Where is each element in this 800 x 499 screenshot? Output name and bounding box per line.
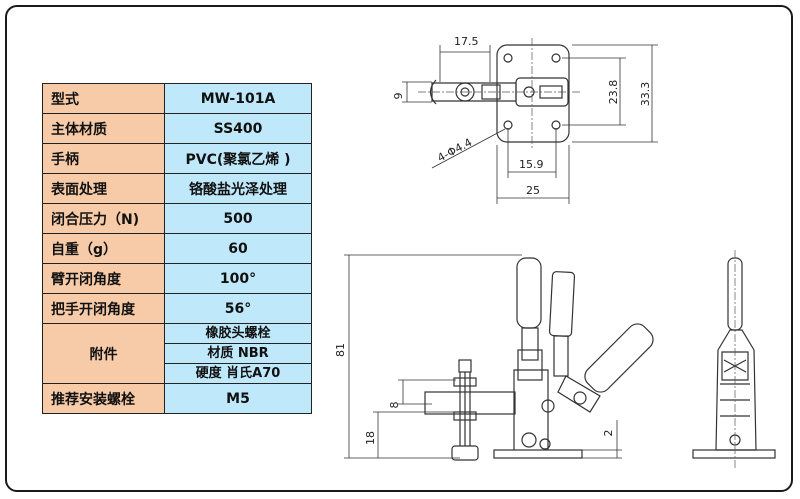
- side-dimensions: [344, 254, 622, 459]
- spec-row: 材质 NBR: [43, 343, 312, 364]
- spec-row: 自重（g） 60: [42, 233, 312, 264]
- spec-row: 推荐安装螺栓 M5: [42, 383, 312, 414]
- handle-open-grip: [548, 271, 576, 337]
- dim-2-label: 2: [602, 430, 615, 437]
- spec-row: 附件 橡胶头螺栓: [42, 323, 312, 384]
- spec-label: 型式: [42, 83, 165, 114]
- spec-value: M5: [164, 383, 312, 414]
- spec-value: 500: [164, 203, 312, 234]
- spec-row: 主体材质 SS400: [42, 113, 312, 144]
- rubber-tip: [451, 445, 479, 461]
- body-bracket: [513, 369, 549, 450]
- pivot-pin: [539, 438, 551, 450]
- spec-value: 60: [164, 233, 312, 264]
- side-view: [424, 257, 654, 461]
- spec-value: 56°: [164, 293, 312, 324]
- dim-18-label: 18: [364, 431, 377, 445]
- spec-value: SS400: [164, 113, 312, 144]
- dim-25-label: 25: [526, 184, 540, 197]
- spec-label: 臂开闭角度: [42, 263, 165, 294]
- hinge-block: [721, 351, 749, 381]
- mounting-hole: [503, 53, 513, 63]
- lock-nut: [453, 411, 477, 421]
- handle-grip: [516, 257, 542, 329]
- spec-label: 自重（g）: [42, 233, 165, 264]
- accessory-line: 硬度 肖氏A70: [164, 363, 312, 384]
- spec-label: 附件: [42, 323, 165, 384]
- dim-15-9-label: 15.9: [519, 158, 544, 171]
- spec-value: 100°: [164, 263, 312, 294]
- spec-label: 推荐安装螺栓: [42, 383, 165, 414]
- spec-value: 铬酸盐光泽处理: [164, 173, 312, 204]
- spec-table: 型式 MW-101A 主体材质 SS400 手柄 PVC(聚氯乙烯 ) 表面处理…: [42, 83, 312, 414]
- arm-tip: [429, 79, 437, 105]
- mounting-hole: [503, 120, 513, 130]
- base-plate: [692, 449, 776, 459]
- spec-value: MW-101A: [164, 83, 312, 114]
- spec-label: 把手开闭角度: [42, 293, 165, 324]
- body-frame: [715, 329, 757, 451]
- spec-label: 手柄: [42, 143, 165, 174]
- pivot-pin: [573, 391, 587, 405]
- dim-8-label: 8: [388, 402, 401, 409]
- base-plate: [496, 44, 570, 143]
- pivot-pin: [521, 432, 537, 448]
- spec-value: PVC(聚氯乙烯 ): [164, 143, 312, 174]
- dim-81-label: 81: [334, 343, 347, 357]
- mounting-hole: [551, 53, 561, 63]
- spindle-nut: [458, 359, 472, 373]
- accessory-line: 材质 NBR: [164, 343, 312, 364]
- spec-row: 硬度 肖氏A70: [43, 363, 312, 384]
- dim-17-5-label: 17.5: [454, 35, 479, 48]
- dim-holes-label: 4-Φ4.4: [435, 136, 474, 165]
- handle-open-diagonal: [584, 323, 654, 393]
- spec-row: 型式 MW-101A: [42, 83, 312, 114]
- accessory-line: 橡胶头螺栓: [164, 323, 312, 344]
- pivot-pin: [541, 399, 555, 413]
- spec-row: 把手开闭角度 56°: [42, 293, 312, 324]
- handle-open-shank: [553, 335, 569, 377]
- spec-row: 闭合压力（N) 500: [42, 203, 312, 234]
- dim-33-3-label: 33.3: [639, 82, 652, 107]
- hinge-block: [517, 349, 543, 381]
- spec-label: 闭合压力（N): [42, 203, 165, 234]
- base-plate: [493, 449, 583, 459]
- diagonal-link: [557, 375, 601, 413]
- spec-row: 表面处理 铬酸盐光泽处理: [42, 173, 312, 204]
- mounting-hole: [551, 120, 561, 130]
- lock-nut: [453, 377, 477, 387]
- handle-shank: [521, 327, 539, 361]
- spec-row: 手柄 PVC(聚氯乙烯 ): [42, 143, 312, 174]
- top-dimensions: [402, 44, 658, 204]
- spec-row: 臂开闭角度 100°: [42, 263, 312, 294]
- dim-9-label: 9: [392, 93, 405, 100]
- front-view: [692, 257, 776, 459]
- spec-label: 表面处理: [42, 173, 165, 204]
- dim-23-8-label: 23.8: [607, 80, 620, 105]
- top-view: [429, 44, 570, 143]
